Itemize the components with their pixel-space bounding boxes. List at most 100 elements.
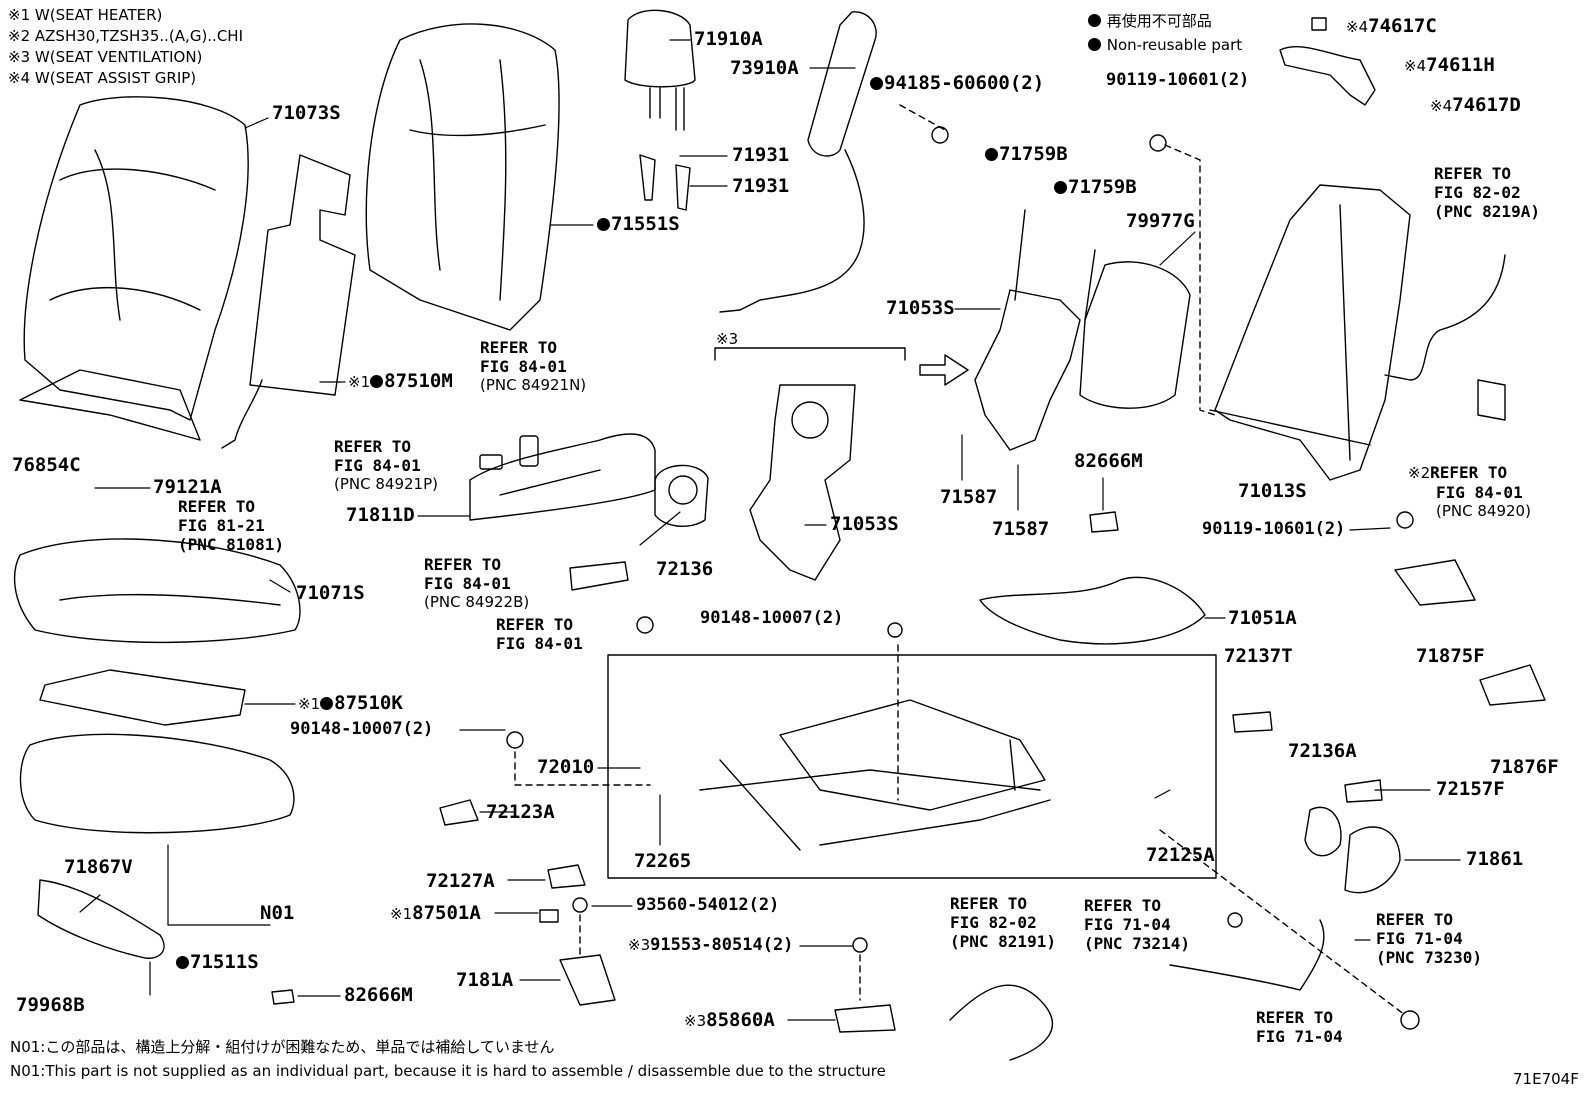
ref-line: REFER TO	[496, 615, 574, 634]
side-airbag-illustration	[719, 11, 949, 313]
clip-illustration	[1311, 17, 1327, 31]
footnote-en: N01:This part is not supplied as an indi…	[10, 1062, 886, 1080]
seat-adjuster-illustration	[699, 699, 1051, 851]
connector-illustration	[1477, 379, 1506, 421]
part-72010: 72010	[537, 756, 595, 778]
ref-line: REFER TO	[334, 437, 412, 456]
assist-grip-illustration	[1279, 46, 1376, 106]
part-76854C: 76854C	[12, 454, 81, 476]
part-85860A-number: 85860A	[706, 1009, 775, 1031]
ref-pnc: (PNC 81081)	[178, 535, 284, 554]
part-74611H-number: 74611H	[1426, 54, 1495, 76]
part-71013S: 71013S	[1238, 480, 1307, 502]
part-90119-lower: 90119-10601(2)	[1202, 519, 1346, 539]
part-71875F: 71875F	[1416, 645, 1485, 667]
part-71910A: 71910A	[694, 28, 763, 50]
harness-illustration	[1384, 254, 1506, 381]
ref-line: REFER TO	[480, 338, 558, 357]
part-91553-number: 91553-80514(2)	[650, 935, 794, 955]
non-reusable-dot-icon	[320, 697, 334, 710]
part-72123A: 72123A	[486, 801, 555, 823]
ref-pnc: (PNC 8219A)	[1434, 202, 1540, 221]
clip-82666M-illustration	[271, 989, 295, 1005]
part-74617C: ※474617C	[1346, 17, 1437, 36]
mark-1: ※1	[390, 905, 413, 923]
cover-71875F-illustration	[1394, 559, 1476, 606]
part-74617C-number: 74617C	[1368, 15, 1437, 37]
part-71551S-number: 71551S	[611, 213, 680, 235]
part-71876F: 71876F	[1490, 756, 1559, 778]
part-71587-left: 71587	[940, 486, 998, 508]
part-72137T: 72137T	[1224, 645, 1293, 667]
fan-72136A-illustration	[1304, 806, 1342, 857]
part-71931-lower: 71931	[732, 175, 790, 197]
fan-duct-left-illustration	[749, 384, 856, 581]
part-74611H: ※474611H	[1404, 56, 1495, 75]
cover-72123A-illustration	[439, 799, 479, 826]
part-94185: 94185-60600(2)	[870, 74, 1044, 93]
ref-line: FIG 82-02	[1434, 183, 1521, 202]
ref-line: FIG 84-01	[424, 574, 511, 593]
ref-line: REFER TO	[1434, 164, 1512, 183]
seat-back-pad-illustration	[365, 23, 560, 331]
part-71759B-right: 71759B	[1054, 178, 1137, 197]
harness-82191-illustration	[949, 984, 1054, 1061]
diagram-code: 71E704F	[1513, 1070, 1579, 1088]
seatback-frame-illustration	[1209, 184, 1411, 481]
part-71053S-left: 71053S	[830, 513, 899, 535]
part-7181A: 7181A	[456, 969, 514, 991]
ref-line: FIG 84-01	[480, 357, 567, 376]
part-73910A: 73910A	[730, 57, 799, 79]
part-71551S: 71551S	[597, 215, 680, 234]
ref-line: REFER TO	[1256, 1008, 1334, 1027]
part-71759B-right-number: 71759B	[1068, 176, 1137, 198]
non-reusable-dot-icon	[870, 77, 883, 90]
part-72136: 72136	[656, 558, 714, 580]
ref-line: REFER TO	[1084, 896, 1162, 915]
part-71811D: 71811D	[346, 504, 415, 526]
mark-3: ※3	[684, 1012, 707, 1030]
part-N01: N01	[260, 902, 295, 924]
ref-line: FIG 84-01	[496, 634, 583, 653]
ref-pnc: (PNC 84921P)	[334, 475, 438, 493]
part-71071S: 71071S	[296, 582, 365, 604]
header-note-3: ※3 W(SEAT VENTILATION)	[8, 48, 203, 66]
ref-line: REFER TO	[424, 555, 502, 574]
part-85860A: ※385860A	[684, 1011, 775, 1030]
ref-pnc: (PNC 84921N)	[480, 376, 587, 394]
cover-72137T-illustration	[1232, 711, 1273, 733]
ref-line: FIG 71-04	[1084, 915, 1171, 934]
cover-71876F-illustration	[1479, 664, 1546, 706]
header-note-2: ※2 AZSH30,TZSH35..(A,G)..CHI	[8, 27, 244, 45]
ref-pnc: (PNC 73214)	[1084, 934, 1190, 953]
cover-72127A-illustration	[547, 864, 586, 889]
part-79977G: 79977G	[1126, 210, 1195, 232]
part-82666M-upper: 82666M	[1074, 450, 1143, 472]
heater-pad-illustration	[221, 154, 356, 449]
part-71759B-left-number: 71759B	[999, 143, 1068, 165]
mark-2: ※2	[1408, 464, 1431, 482]
ref-pnc: (PNC 84920)	[1436, 502, 1531, 520]
part-91553: ※391553-80514(2)	[628, 937, 793, 954]
part-71867V: 71867V	[64, 856, 133, 878]
legend-en-text: Non-reusable part	[1106, 36, 1243, 54]
part-74617D: ※474617D	[1430, 96, 1521, 115]
legend-en: Non-reusable part	[1088, 36, 1242, 54]
part-79121A: 79121A	[153, 476, 222, 498]
cushion-pad-illustration	[19, 733, 295, 959]
header-note-4: ※4 W(SEAT ASSIST GRIP)	[8, 69, 197, 87]
non-reusable-dot-icon	[370, 375, 384, 388]
vent-group-bracket	[714, 347, 906, 361]
header-note-1: ※1 W(SEAT HEATER)	[8, 6, 163, 24]
part-71861: 71861	[1466, 848, 1524, 870]
legend-jp-text: 再使用不可部品	[1106, 12, 1212, 30]
ref-line: REFER TO	[178, 497, 256, 516]
